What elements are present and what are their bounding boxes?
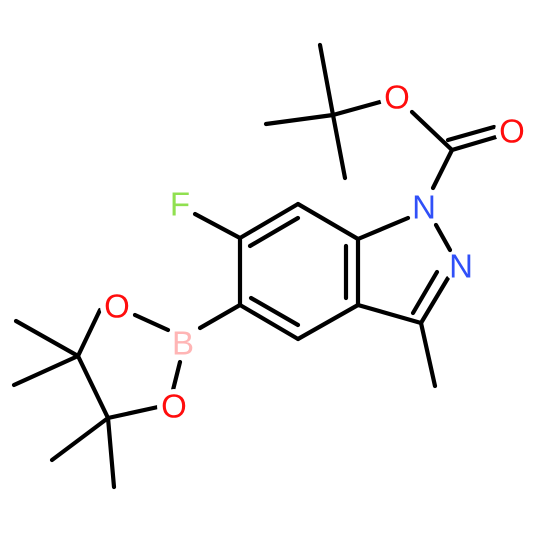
carbonyl-oxygen-label: O bbox=[499, 113, 525, 150]
ester-oxygen-label: O bbox=[384, 79, 410, 116]
bond-c7-c6-double-a bbox=[237, 201, 301, 241]
pinacol-top-oxygen-atom: O bbox=[100, 288, 134, 325]
bond-c7a-c7 bbox=[295, 201, 361, 242]
bond-methyl-d bbox=[105, 415, 117, 490]
bond-methyl-b bbox=[11, 353, 81, 388]
bond-oxygen-to-carbonyl bbox=[409, 109, 455, 153]
ester-oxygen-atom: O bbox=[380, 79, 414, 116]
pinacol-bottom-oxygen-atom: O bbox=[157, 388, 191, 425]
fluorine-atom: F bbox=[164, 186, 196, 223]
bond-o-top-ring-carbon bbox=[75, 307, 103, 359]
bond-tbu-left bbox=[263, 112, 336, 127]
n1-nitrogen-atom: N bbox=[407, 189, 441, 226]
bond-carbonyl-double-a bbox=[449, 134, 499, 153]
bond-c5-boron bbox=[197, 302, 243, 331]
bond-tbu-top bbox=[317, 42, 336, 118]
pinacol-bottom-oxygen-label: O bbox=[161, 388, 187, 425]
boron-label: B bbox=[172, 325, 194, 362]
atom-labels: O O N N F B O O bbox=[100, 79, 529, 425]
bond-n1-c7a bbox=[355, 215, 411, 242]
bond-ring-carbon-o-bottom bbox=[105, 404, 161, 421]
bond-carbonyl-to-n1 bbox=[430, 147, 455, 191]
bond-ring-carbon-ring-carbon bbox=[75, 353, 111, 421]
n2-nitrogen-label: N bbox=[449, 248, 473, 285]
bond-methyl-a bbox=[13, 318, 81, 359]
bond-c4-c3a bbox=[295, 302, 361, 342]
bond-c5-c4-double-b bbox=[248, 295, 301, 328]
n2-nitrogen-atom: N bbox=[444, 248, 478, 285]
bond-c7-c6-double-b bbox=[247, 215, 301, 249]
bond-n1-n2 bbox=[433, 222, 453, 253]
bond-c6-fluorine bbox=[192, 211, 243, 241]
bond-boron-o-top bbox=[132, 312, 171, 333]
indazole-ring-system bbox=[192, 201, 453, 389]
bond-n2-c3-double-a bbox=[418, 275, 451, 326]
bond-carbonyl-double-b bbox=[445, 124, 497, 143]
bond-tbu-to-oxygen bbox=[330, 99, 383, 118]
n1-nitrogen-label: N bbox=[412, 189, 436, 226]
bond-methyl-c bbox=[49, 415, 111, 463]
bond-tbu-bottom bbox=[330, 112, 348, 181]
tert-butyl-group bbox=[263, 42, 383, 181]
boron-atom: B bbox=[166, 325, 200, 362]
bond-c3-methyl bbox=[418, 320, 438, 389]
boc-carbamate-group bbox=[409, 109, 499, 191]
bond-boron-o-bottom bbox=[170, 359, 183, 393]
fluorine-label: F bbox=[170, 186, 190, 223]
bond-n2-c3-double-b bbox=[410, 269, 440, 316]
bond-c3-c3a bbox=[355, 302, 424, 326]
pinacol-top-oxygen-label: O bbox=[104, 288, 130, 325]
bond-c5-c4-double-a bbox=[237, 302, 301, 342]
carbonyl-oxygen-atom: O bbox=[495, 113, 529, 150]
pinacol-boronate-group bbox=[11, 307, 183, 490]
